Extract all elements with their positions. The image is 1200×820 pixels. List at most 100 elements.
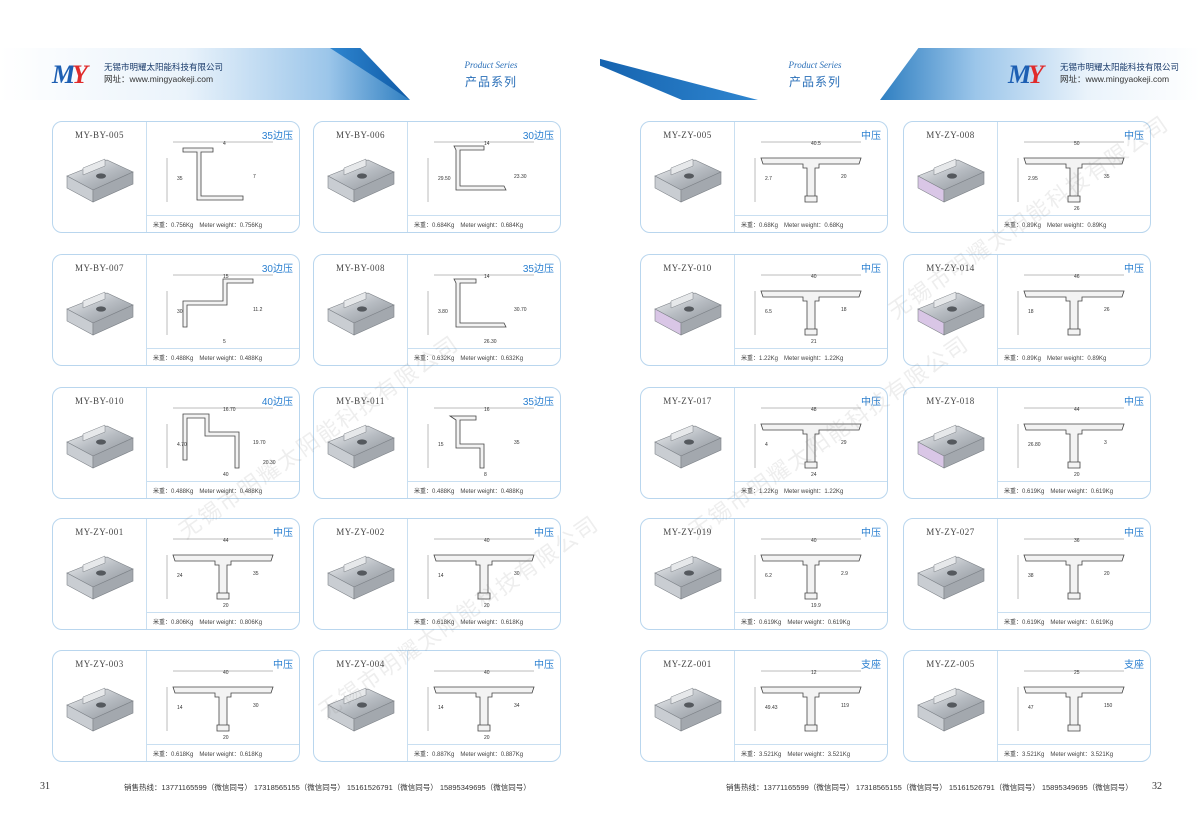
meter-weight-cn: 米重：1.22Kg [741, 356, 779, 362]
dimension-label: 6.5 [765, 309, 772, 315]
meter-weight-cn: 米重：0.618Kg [414, 620, 455, 626]
dimension-label: 18 [1028, 309, 1034, 315]
product-model: MY-BY-006 [335, 130, 385, 140]
card-divider [407, 348, 560, 349]
page-number: 32 [1152, 781, 1162, 792]
product-model: MY-ZY-008 [926, 130, 975, 140]
meter-weight: 米重：1.22Kg Meter weight：1.22Kg [741, 486, 843, 495]
dimension-label: 30 [514, 571, 520, 577]
dimension-label: 20 [484, 735, 490, 741]
card-divider [146, 744, 299, 745]
meter-weight-cn: 米重：0.68Kg [741, 223, 779, 229]
dimension-label: 20 [1104, 571, 1110, 577]
card-divider [146, 215, 299, 216]
dimension-label: 16 [484, 407, 490, 413]
dimension-label: 47 [1028, 705, 1034, 711]
series-title: Product Series 产品系列 [770, 60, 860, 90]
meter-weight-en: Meter weight：3.521Kg [787, 752, 851, 758]
card-divider [407, 744, 560, 745]
meter-weight-en: Meter weight：0.488Kg [460, 489, 524, 495]
product-photo-image [61, 675, 139, 739]
dimension-label: 7 [253, 174, 256, 180]
meter-weight-cn: 米重：0.619Kg [741, 620, 782, 626]
card-divider [407, 519, 408, 629]
meter-weight-cn: 米重：1.22Kg [741, 489, 779, 495]
meter-weight-en: Meter weight：0.806Kg [199, 620, 263, 626]
product-photo-image [322, 543, 400, 607]
clamp-type-label: 40边压 [261, 397, 293, 408]
meter-weight-cn: 米重：0.619Kg [1004, 489, 1045, 495]
dimension-label: 49.43 [765, 705, 778, 711]
dimension-label: 119 [841, 703, 849, 709]
product-photo-image [61, 279, 139, 343]
clamp-type-label: 中压 [273, 528, 293, 539]
dimension-label: 40.5 [811, 141, 821, 147]
meter-weight-en: Meter weight：0.89Kg [1047, 356, 1107, 362]
card-divider [734, 481, 887, 482]
profile-drawing-image: 12 49.43 119 [741, 667, 881, 741]
dimension-label: 14 [484, 274, 490, 280]
dimension-label: 40 [484, 538, 490, 544]
meter-weight-cn: 米重：0.89Kg [1004, 356, 1042, 362]
product-photo-image [649, 279, 727, 343]
product-model: MY-ZY-010 [663, 263, 712, 273]
clamp-type-label: 中压 [861, 397, 881, 408]
meter-weight-cn: 米重：0.756Kg [153, 223, 194, 229]
company-website: 网址：www.mingyaokeji.com [1060, 74, 1170, 84]
dimension-label: 20 [1074, 472, 1080, 478]
product-model: MY-ZY-019 [663, 527, 712, 537]
product-photo-image [649, 543, 727, 607]
sales-hotline: 销售热线：13771165599（微信同号） 17318565155（微信同号）… [124, 783, 531, 792]
meter-weight-en: Meter weight：0.618Kg [460, 620, 524, 626]
card-divider [407, 122, 408, 232]
card-divider [146, 481, 299, 482]
meter-weight-en: Meter weight：1.22Kg [784, 489, 844, 495]
dimension-label: 25 [1074, 670, 1080, 676]
card-divider [146, 255, 147, 365]
product-model: MY-ZY-027 [926, 527, 975, 537]
card-divider [997, 255, 998, 365]
dimension-label: 3 [1104, 440, 1107, 446]
dimension-label: 14 [438, 705, 444, 711]
clamp-type-label: 支座 [1124, 660, 1144, 671]
card-divider [734, 215, 887, 216]
card-divider [407, 481, 560, 482]
dimension-label: 26.30 [484, 339, 497, 345]
product-photo-image [322, 675, 400, 739]
card-divider [997, 122, 998, 232]
dimension-label: 20 [841, 174, 847, 180]
dimension-label: 12 [811, 670, 817, 676]
dimension-label: 20 [223, 603, 229, 609]
dimension-label: 15 [223, 274, 229, 280]
clamp-type-label: 中压 [1124, 397, 1144, 408]
meter-weight-cn: 米重：0.619Kg [1004, 620, 1045, 626]
company-name: 无锡市明耀太阳能科技有限公司 [1060, 62, 1180, 72]
card-divider [734, 122, 735, 232]
meter-weight-en: Meter weight：0.488Kg [199, 356, 263, 362]
dimension-label: 4 [765, 442, 768, 448]
dimension-label: 8 [484, 472, 487, 478]
dimension-label: 11.2 [253, 307, 263, 313]
card-divider [734, 348, 887, 349]
dimension-label: 15 [438, 442, 444, 448]
dimension-label: 150 [1104, 703, 1113, 709]
card-divider [407, 215, 560, 216]
product-model: MY-ZY-017 [663, 396, 712, 406]
